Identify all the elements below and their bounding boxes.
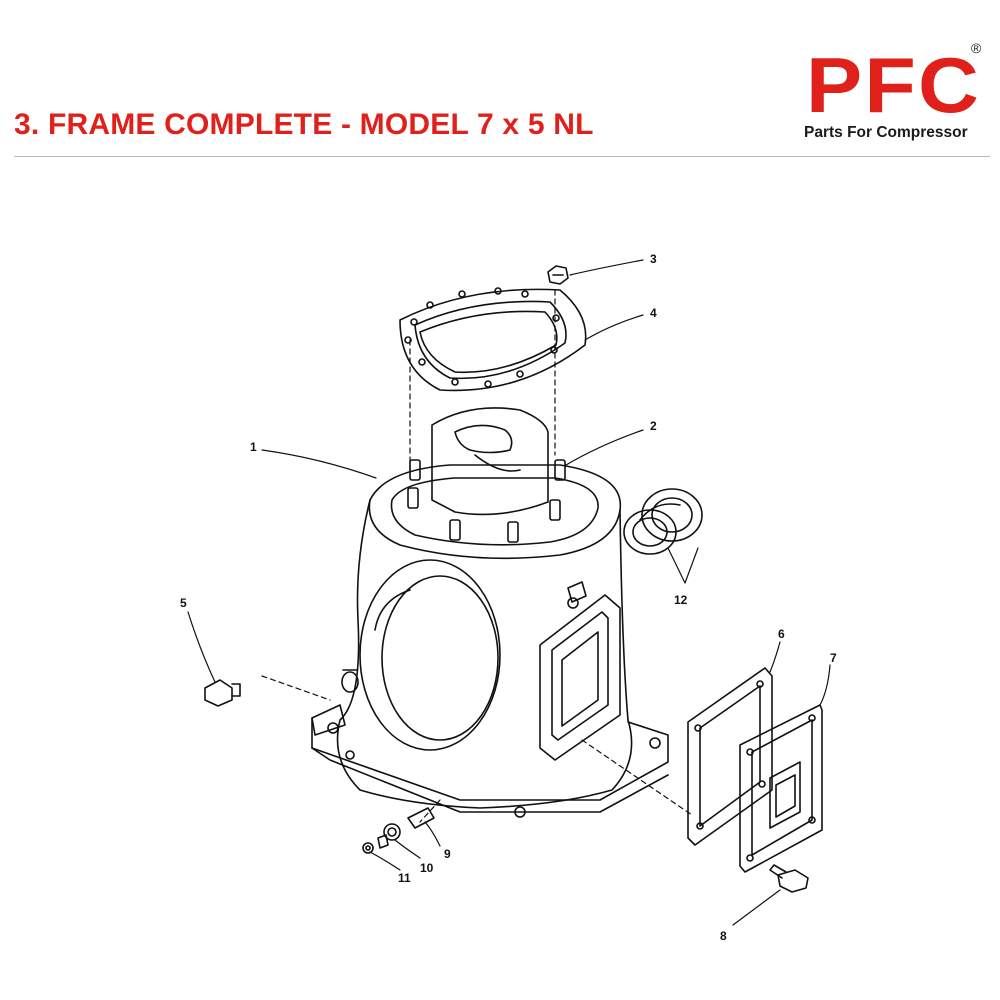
gasket-part [687,667,773,846]
registered-mark: ® [971,40,982,56]
callout-10: 10 [420,861,434,875]
exploded-parts-diagram: 1 2 3 4 5 6 7 8 9 10 11 12 [180,252,837,943]
callout-12: 12 [674,593,688,607]
callout-3: 3 [650,252,657,266]
cover-plate-part [739,704,823,873]
callout-1: 1 [250,440,257,454]
bolt-part [769,864,809,893]
page-title: 3. FRAME COMPLETE - MODEL 7 x 5 NL [14,108,594,141]
pfc-logo: PFC ® Parts For Compressor [798,40,998,150]
alignment-lines [261,289,693,823]
frame-body-part [311,407,669,818]
callout-2: 2 [650,419,657,433]
callout-leaders [187,259,831,926]
drain-fitting-parts [362,807,435,854]
logo-tagline: Parts For Compressor [804,124,968,141]
plug-part [204,679,241,707]
callout-labels: 1 2 3 4 5 6 7 8 9 10 11 12 [180,252,837,943]
flange-ring-part [399,287,587,392]
logo-letters: PFC [806,41,981,129]
callout-9: 9 [444,847,451,861]
header-divider [14,156,990,157]
seal-rings-part [623,488,703,555]
callout-4: 4 [650,306,657,320]
callout-8: 8 [720,929,727,943]
callout-5: 5 [180,596,187,610]
hex-nut-part [547,265,569,285]
callout-6: 6 [778,627,785,641]
callout-11: 11 [398,871,411,885]
callout-7: 7 [830,651,837,665]
